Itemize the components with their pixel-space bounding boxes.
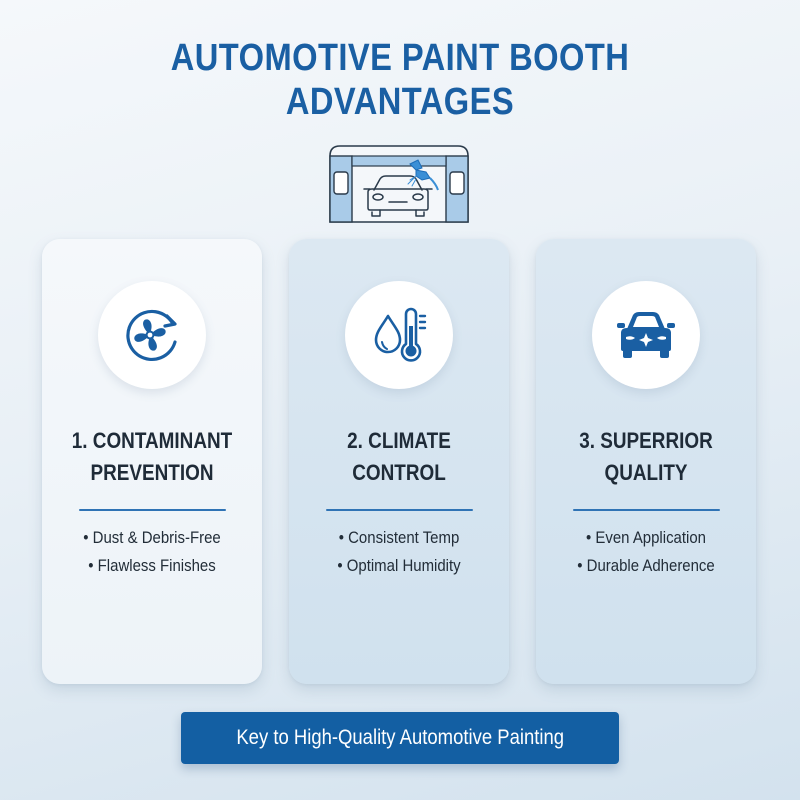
fan-rotate-icon <box>126 309 177 362</box>
divider <box>573 509 720 511</box>
card-superior-quality: 3. SUPERRIOR QUALITY Even Application Du… <box>536 239 756 684</box>
card-title-line-2: QUALITY <box>604 460 688 485</box>
icon-circle <box>345 281 453 389</box>
card-title: 2. CLIMATE CONTROL <box>304 425 493 489</box>
icon-circle <box>98 281 206 389</box>
bullet-item: Flawless Finishes <box>55 552 249 580</box>
card-climate-control: 2. CLIMATE CONTROL Consistent Temp Optim… <box>289 239 509 684</box>
divider <box>326 509 473 511</box>
card-title-line-1: 2. CLIMATE <box>347 428 451 453</box>
card-title: 3. SUPERRIOR QUALITY <box>551 425 740 489</box>
paint-booth-icon <box>329 145 469 223</box>
bullet-list: Dust & Debris-Free Flawless Finishes <box>42 524 262 580</box>
card-contaminant-prevention: 1. CONTAMINANT PREVENTION Dust & Debris-… <box>42 239 262 684</box>
bullet-list: Even Application Durable Adherence <box>536 524 756 580</box>
footer-banner: Key to High-Quality Automotive Painting <box>181 712 619 764</box>
bullet-list: Consistent Temp Optimal Humidity <box>289 524 509 580</box>
footer-banner-text: Key to High-Quality Automotive Painting <box>236 726 564 749</box>
card-title-line-1: 3. SUPERRIOR <box>579 428 713 453</box>
card-title-line-2: CONTROL <box>352 460 446 485</box>
droplet-thermometer-icon <box>374 307 427 362</box>
page-title-line-2: ADVANTAGES <box>285 81 515 123</box>
card-title-line-2: PREVENTION <box>90 460 214 485</box>
icon-circle <box>592 281 700 389</box>
bullet-item: Dust & Debris-Free <box>55 524 249 552</box>
bullet-item: Durable Adherence <box>549 552 743 580</box>
divider <box>79 509 226 511</box>
bullet-item: Optimal Humidity <box>302 552 496 580</box>
page-title-line-1: AUTOMOTIVE PAINT BOOTH <box>170 37 630 79</box>
page-title: AUTOMOTIVE PAINT BOOTH ADVANTAGES <box>56 36 744 124</box>
car-sparkle-icon <box>617 312 675 358</box>
bullet-item: Even Application <box>549 524 743 552</box>
card-title-line-1: 1. CONTAMINANT <box>71 428 233 453</box>
card-title: 1. CONTAMINANT PREVENTION <box>57 425 246 489</box>
bullet-item: Consistent Temp <box>302 524 496 552</box>
